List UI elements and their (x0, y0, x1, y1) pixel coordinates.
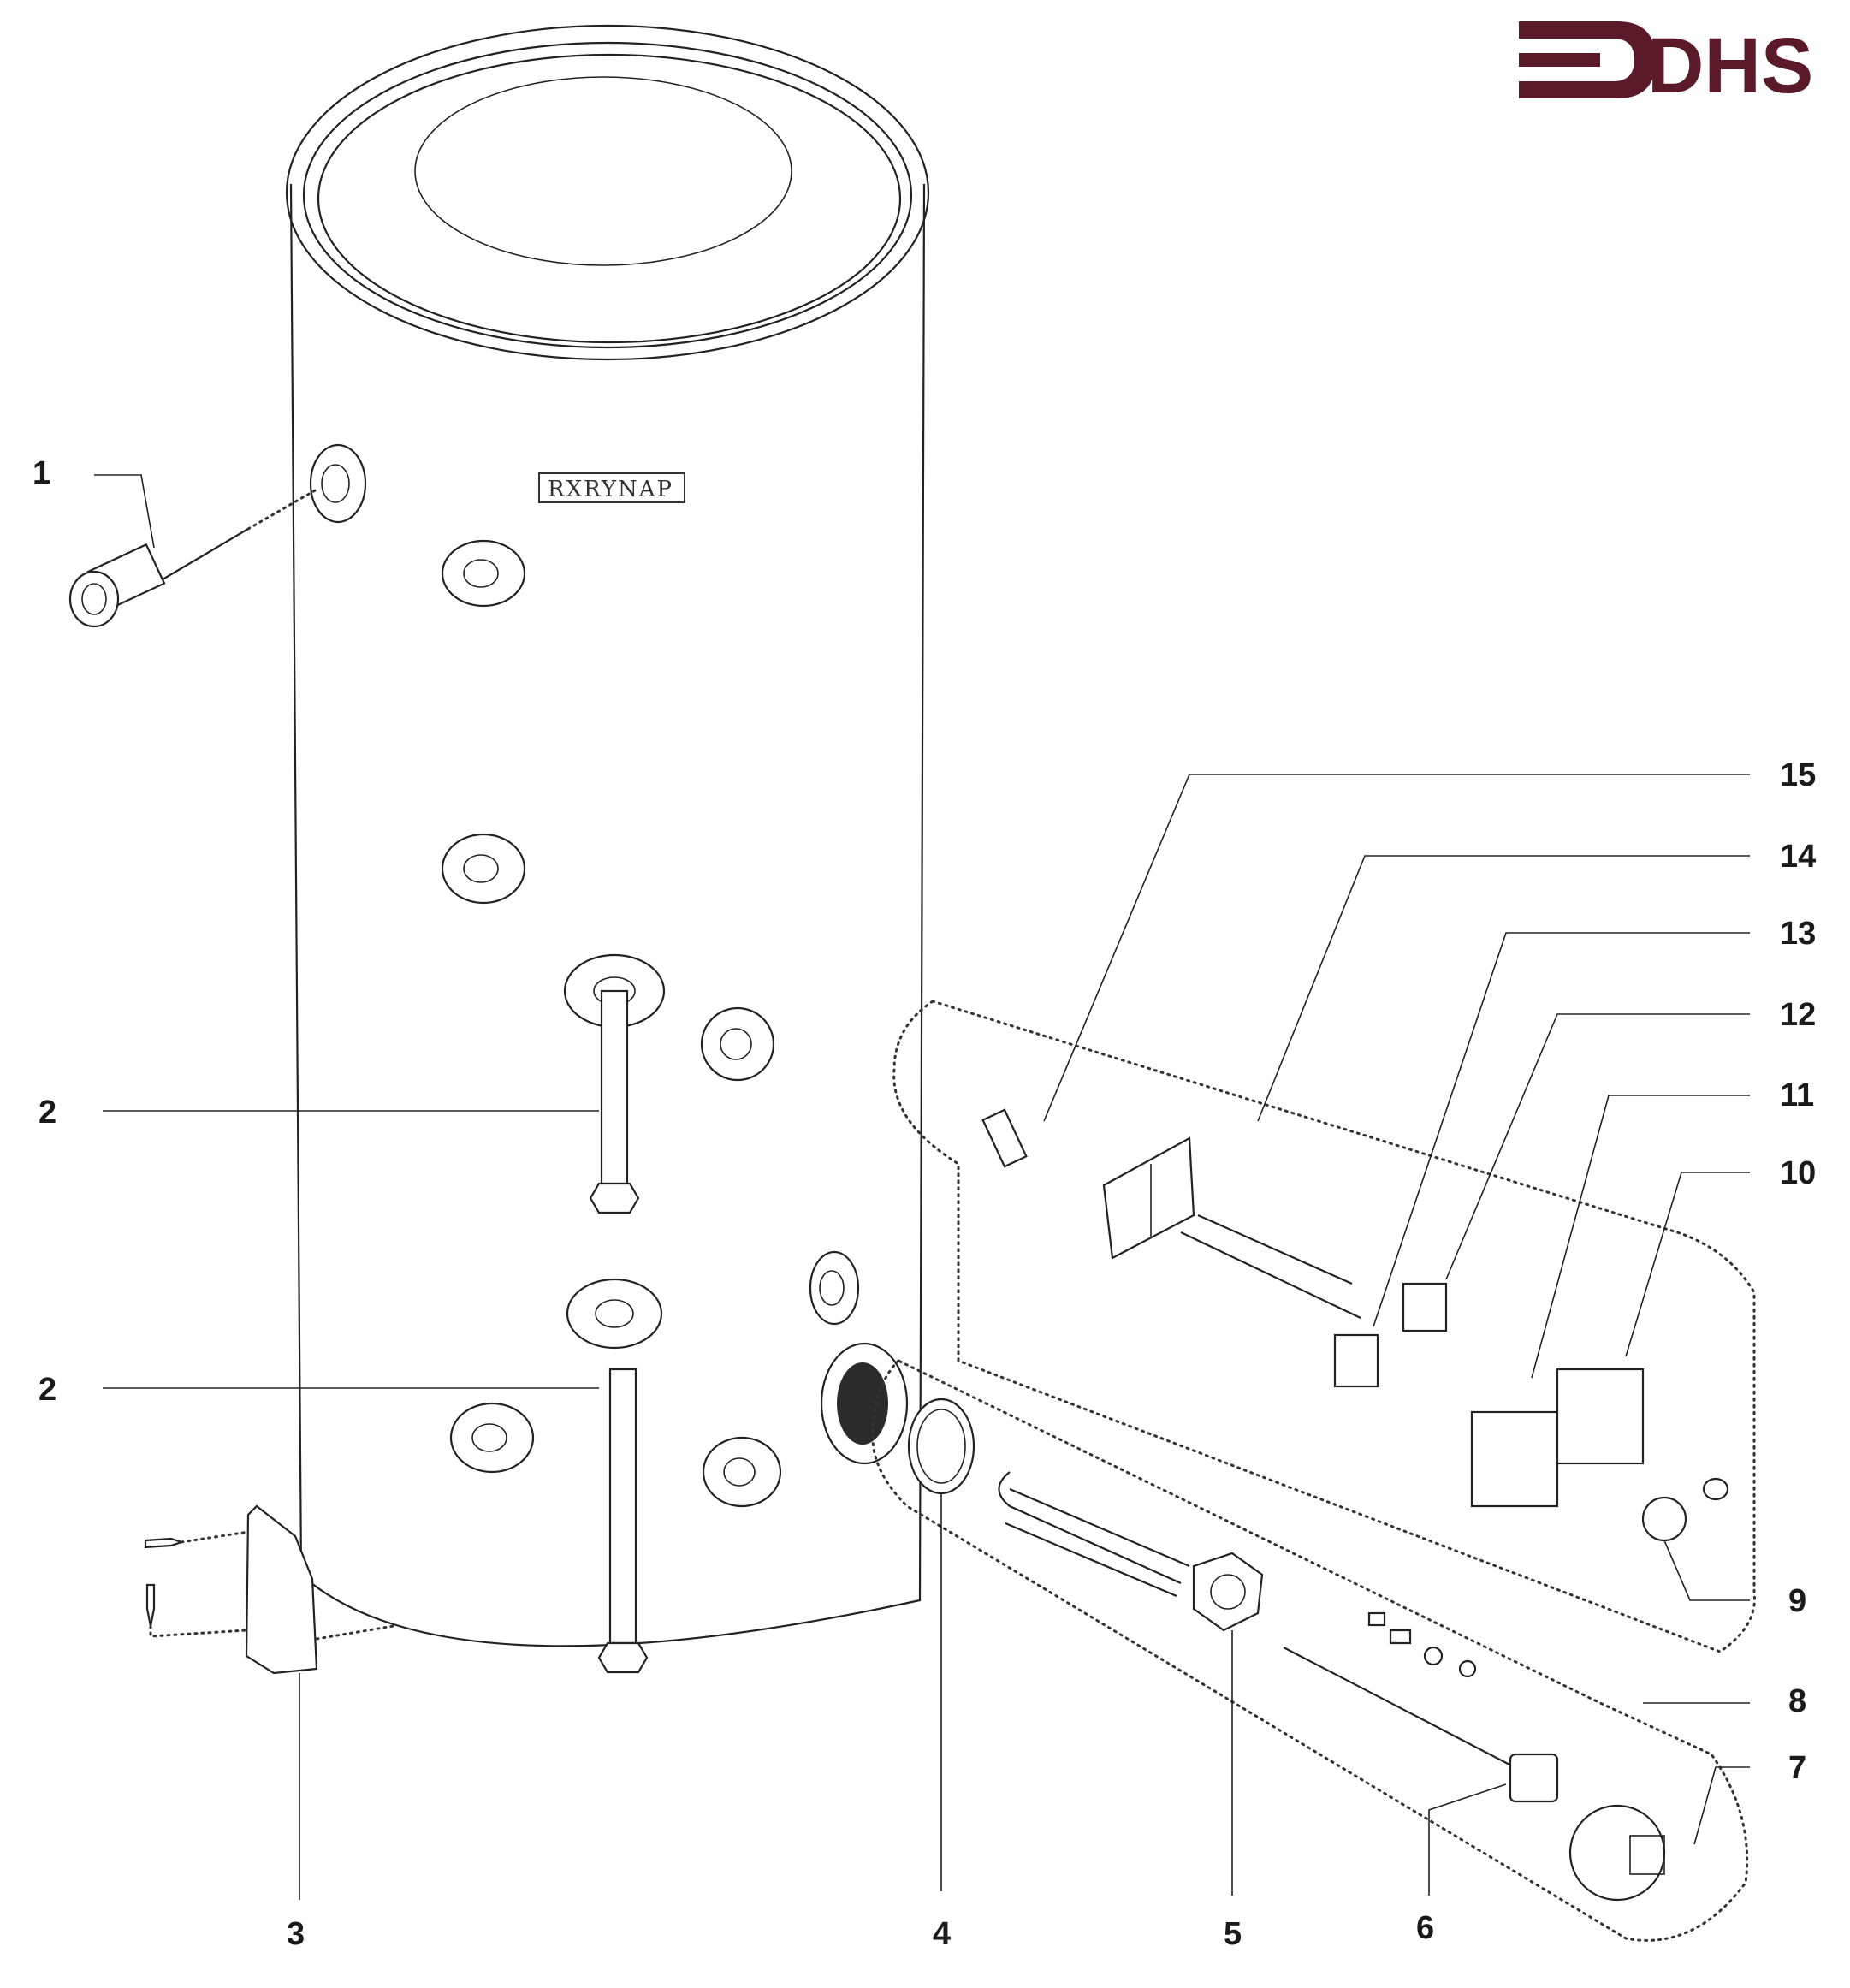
callout-4: 4 (933, 1916, 951, 1952)
dhs-logo: DHS (1519, 21, 1813, 110)
callout-11: 11 (1780, 1077, 1814, 1113)
logo-bar (1519, 53, 1600, 67)
callout-13: 13 (1780, 916, 1816, 952)
cylinder-tank: RXRYNAP (285, 24, 930, 1647)
dotted-outlines (871, 1000, 1756, 1942)
callout-14: 14 (1780, 839, 1816, 875)
thermostat-parts (1283, 1611, 1666, 1902)
immersion-heater-part-5 (998, 1471, 1264, 1632)
callout-2-upper: 2 (39, 1095, 56, 1130)
callout-10: 10 (1780, 1155, 1816, 1191)
callout-2-lower: 2 (39, 1372, 56, 1408)
callout-labels: 1 2 2 3 4 5 6 7 8 9 10 11 12 13 14 15 (33, 455, 1816, 1952)
brand-plate (538, 472, 685, 503)
callout-1: 1 (33, 455, 50, 491)
callout-6: 6 (1416, 1910, 1434, 1946)
tank-bosses (309, 443, 909, 1508)
logo-text: DHS (1647, 22, 1813, 110)
callout-9: 9 (1788, 1583, 1806, 1619)
bracket-part-3 (144, 1504, 395, 1675)
callout-3: 3 (287, 1916, 305, 1952)
callout-5: 5 (1224, 1916, 1242, 1952)
leader-lines (94, 474, 1750, 1900)
callout-8: 8 (1788, 1683, 1806, 1719)
tubes (589, 989, 649, 1674)
callout-12: 12 (1780, 997, 1816, 1033)
logo-mark (1519, 21, 1656, 98)
callout-15: 15 (1780, 757, 1816, 793)
brand-label: RXRYNAP (548, 477, 673, 502)
control-assembly (981, 1108, 1729, 1542)
gasket-part-4 (907, 1398, 975, 1495)
callout-7: 7 (1788, 1750, 1806, 1786)
valve-part-1 (68, 488, 318, 628)
